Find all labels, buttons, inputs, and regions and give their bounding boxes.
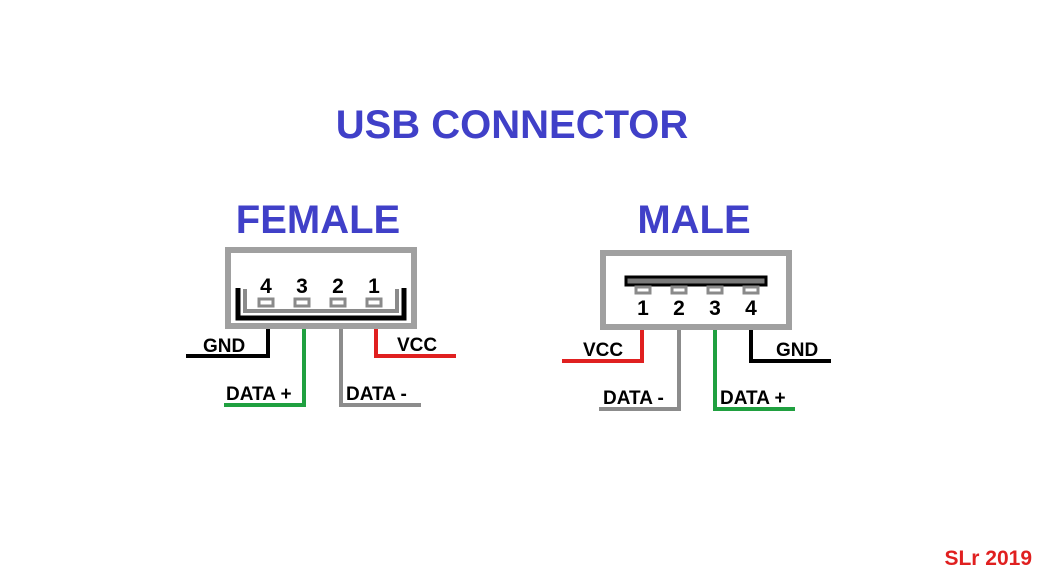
- female-gnd-label: GND: [203, 336, 245, 357]
- female-pin-number: 1: [368, 275, 380, 298]
- male-data-plus-wire: [713, 330, 795, 411]
- male-data-minus-wire: [599, 330, 681, 411]
- female-shell-outer: [225, 247, 417, 329]
- male-pin-number: 1: [637, 297, 649, 320]
- male-pin-number: 4: [745, 297, 757, 320]
- female-vcc-wire: [374, 329, 456, 358]
- female-pin-pad: [293, 297, 311, 308]
- female-pin-pad: [329, 297, 347, 308]
- female-receptacle-gray: [243, 289, 399, 313]
- male-pin-pad: [670, 285, 688, 295]
- diagram-title: USB CONNECTOR: [336, 103, 689, 147]
- male-heading: MALE: [637, 198, 750, 242]
- female-gnd-wire: [186, 329, 270, 358]
- male-data-plus-label: DATA +: [720, 388, 786, 409]
- male-gnd-label: GND: [776, 340, 818, 361]
- female-data-minus-wire: [339, 329, 421, 407]
- female-vcc-label: VCC: [397, 335, 437, 356]
- female-pin-pad: [257, 297, 275, 308]
- credit-signature: SLr 2019: [944, 547, 1032, 570]
- female-data-minus-label: DATA -: [346, 384, 407, 405]
- male-connector: MALE 1 2 3 4 VCC DATA - DATA + GND: [562, 198, 831, 411]
- female-pin-number: 2: [332, 275, 344, 298]
- male-vcc-label: VCC: [583, 340, 623, 361]
- male-shell-outer: [600, 250, 792, 330]
- female-pin-number: 3: [296, 275, 308, 298]
- male-pin-number: 3: [709, 297, 721, 320]
- male-pin-pad: [706, 285, 724, 295]
- male-gnd-wire: [749, 330, 831, 363]
- female-data-plus-label: DATA +: [226, 384, 292, 405]
- male-pin-pad: [742, 285, 760, 295]
- female-data-plus-wire: [224, 329, 306, 407]
- female-pin-number: 4: [260, 275, 272, 298]
- female-heading: FEMALE: [236, 198, 400, 242]
- male-pin-pad: [634, 285, 652, 295]
- male-vcc-wire: [562, 330, 644, 363]
- female-receptacle-black: [235, 288, 407, 321]
- female-connector: FEMALE 4 3 2 1 GND DATA + DATA - VCC: [186, 198, 456, 407]
- female-pin-pad: [365, 297, 383, 308]
- male-data-minus-label: DATA -: [603, 388, 664, 409]
- male-tongue: [624, 275, 768, 287]
- male-pin-number: 2: [673, 297, 685, 320]
